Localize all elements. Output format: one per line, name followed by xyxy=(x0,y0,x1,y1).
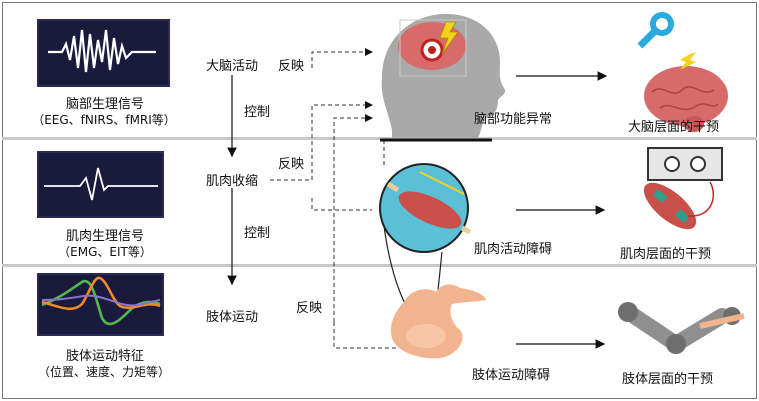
signal-sub-limb: （位置、速度、力矩等） xyxy=(37,365,170,379)
stimulator-device xyxy=(647,147,723,181)
intervention-brain: 大脑层面的干预 xyxy=(628,120,720,135)
reflect-line-brain xyxy=(311,48,373,68)
muscle-in-lens xyxy=(398,191,462,229)
connector-control-1: 控制 xyxy=(244,105,271,120)
electrode-left xyxy=(652,189,668,203)
disorder-muscle: 肌肉活动障碍 xyxy=(474,242,553,257)
brain-stem xyxy=(684,116,704,132)
signal-title-muscle: 肌肉生理信号 xyxy=(65,229,144,244)
key-shaft-icon xyxy=(637,29,657,49)
intervention-limb: 肢体层面的干预 xyxy=(622,372,714,387)
brain-intervention-brain xyxy=(644,66,728,126)
lightning-bolt-icon xyxy=(439,21,459,55)
motion-curve-green xyxy=(41,279,161,326)
electrode-wire xyxy=(687,181,715,217)
intervention-muscle: 肌肉层面的干预 xyxy=(620,247,712,262)
brain-highlight-box xyxy=(399,19,467,77)
muscle-intervention-muscle xyxy=(643,182,697,230)
row-divider-2 xyxy=(2,264,757,267)
signal-sub-muscle: （EMG、EIT等） xyxy=(58,245,152,259)
emg-signal-thumbnail xyxy=(37,151,164,218)
disorder-brain: 脑部功能异常 xyxy=(474,112,553,127)
reflect-line-muscle xyxy=(270,101,373,181)
bolt-small-icon xyxy=(680,52,696,70)
motion-curve-orange xyxy=(41,276,161,311)
muscle-tendon-right xyxy=(460,225,472,235)
key-ring-icon xyxy=(650,12,674,36)
connector-reflect-2: 反映 xyxy=(278,157,305,172)
process-brain: 大脑活动 xyxy=(206,59,259,74)
connector-control-2: 控制 xyxy=(244,226,271,241)
row-divider-1 xyxy=(2,137,757,140)
exo-joint-shoulder xyxy=(618,302,638,322)
brain-folds xyxy=(651,86,719,111)
device-knob-right xyxy=(690,156,706,172)
motion-curve-purple xyxy=(41,294,161,307)
muscle-tendon-left xyxy=(386,181,400,193)
hand-palm xyxy=(406,324,446,348)
connector-reflect-1: 反映 xyxy=(278,59,305,74)
process-limb: 肢体运动 xyxy=(206,310,259,325)
exo-forearm-cuff xyxy=(699,313,745,329)
device-knob-left xyxy=(664,156,680,172)
control-line-muscle xyxy=(311,198,372,211)
disorder-limb: 肢体运动障碍 xyxy=(472,368,551,383)
signal-title-limb: 肢体运动特征 xyxy=(65,349,144,364)
connector-reflect-3: 反映 xyxy=(296,301,323,316)
signal-sub-brain: （EEG、fNIRS、fMRI等） xyxy=(32,113,176,127)
hand-illustration xyxy=(390,284,486,359)
reflect-line-limb xyxy=(333,114,373,322)
emg-waveform xyxy=(44,167,158,201)
eeg-waveform xyxy=(48,29,156,73)
signal-title-brain: 脑部生理信号 xyxy=(65,97,144,112)
process-muscle: 肌肉收缩 xyxy=(206,174,259,189)
exo-joint-elbow xyxy=(666,334,686,354)
contraction-arrow xyxy=(419,171,465,195)
reflect-line-limb-bottom xyxy=(333,322,396,349)
electrode-right xyxy=(674,209,690,223)
target-ring-inner xyxy=(428,46,436,54)
